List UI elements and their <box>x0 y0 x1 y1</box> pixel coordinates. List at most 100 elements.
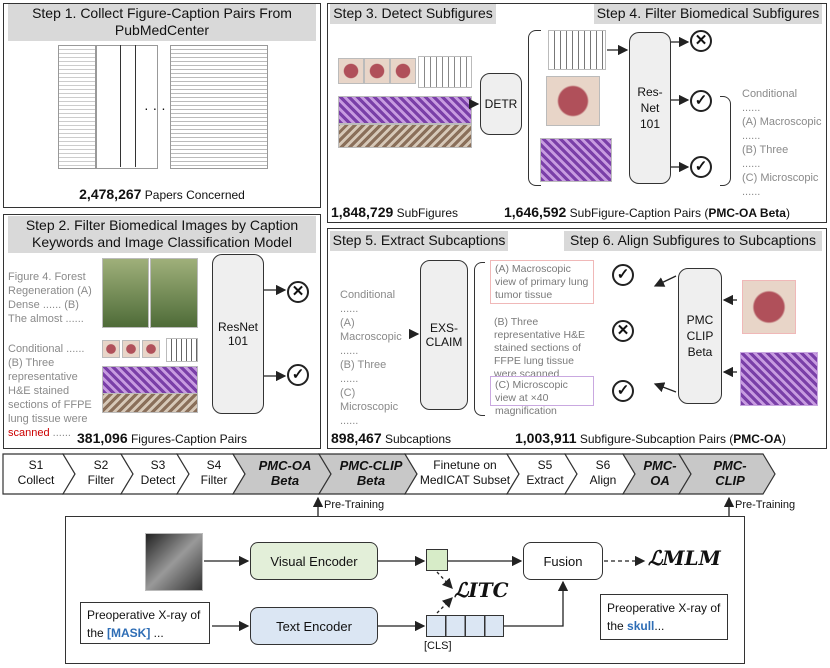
caption-line: (C) Microscopic <box>340 387 399 413</box>
step5-count: 898,467 <box>331 430 382 446</box>
predicted-word: skull <box>627 619 655 633</box>
model-arch-box <box>65 516 745 664</box>
subfig-chart <box>418 56 472 88</box>
subcaption-a: (A) Macroscopic view of primary lung tum… <box>490 260 594 304</box>
stage-line: Collect <box>17 473 55 487</box>
caption2-text: Conditional ...... (B) Three representat… <box>8 343 92 425</box>
arrow <box>653 382 677 393</box>
step4-title: Step 4. Filter Biomedical Subfigures <box>594 4 822 24</box>
xray-image <box>145 533 203 591</box>
step6-title: Step 6. Align Subfigures to Subcaptions <box>564 231 822 251</box>
stage-line: S5 <box>537 458 553 472</box>
paper-page <box>96 45 158 169</box>
input-text: Preoperative X-ray of the <box>87 608 201 640</box>
stage-line: PMC-OA <box>258 458 312 473</box>
forest-image-a <box>102 258 149 328</box>
stage-line: S1 <box>28 458 44 472</box>
step5-caption-list: Conditional ...... (A) Macroscopic .....… <box>340 288 414 428</box>
exsclaim-box: EXS-CLAIM <box>420 260 468 410</box>
visual-encoder: Visual Encoder <box>250 542 378 580</box>
pipeline-bar <box>2 453 776 495</box>
step4-stat: 1,646,592 SubFigure-Caption Pairs (PMC-O… <box>504 204 790 220</box>
detect-bracket <box>528 30 541 186</box>
forest-image-b <box>150 258 198 328</box>
step2-stat: 381,096 Figures-Caption Pairs <box>0 430 324 446</box>
caption-line: ...... <box>340 303 359 315</box>
step2-title: Step 2. Filter Biomedical Images by Capt… <box>8 216 316 253</box>
stage-line: Filter <box>200 473 228 487</box>
caption2-tail: ...... <box>49 427 71 439</box>
stage-line: S3 <box>150 458 166 472</box>
step6-count: 1,003,911 <box>515 430 577 446</box>
pmc-clip-beta-box: PMC CLIP Beta <box>678 268 722 404</box>
stage-line: OA <box>650 473 670 488</box>
caption-line: (B) Three <box>742 144 789 156</box>
accept-icon: ✓ <box>690 156 712 178</box>
pipeline-stage-label: PMC-OA <box>635 458 685 488</box>
step5-title: Step 5. Extract Subcaptions <box>330 231 508 251</box>
step6-close: ) <box>781 432 786 446</box>
text-encoder: Text Encoder <box>250 607 378 645</box>
step1-count: 2,478,267 <box>79 186 142 202</box>
step5-stat: 898,467 Subcaptions <box>331 430 451 446</box>
stage-line: S4 <box>206 458 222 472</box>
input-tail: ... <box>150 626 164 640</box>
stage-line: PMC-CLIP <box>339 458 403 473</box>
stage-line: Filter <box>87 473 115 487</box>
detected-chart <box>548 30 606 70</box>
stage-line: S2 <box>93 458 109 472</box>
subcaption-c: (C) Microscopic view at ×40 magnificatio… <box>490 376 594 417</box>
mlm-loss: ℒMLM <box>648 546 721 570</box>
reject-icon: ✕ <box>287 281 309 303</box>
stage-line: Detect <box>140 473 176 487</box>
subfig-ihc <box>338 124 472 148</box>
reject-icon: ✕ <box>612 320 634 342</box>
accept-icon: ✓ <box>612 380 634 402</box>
input-text-box: Preoperative X-ray of the [MASK] ... <box>80 602 210 644</box>
accept-icon: ✓ <box>612 264 634 286</box>
step1-count-label: Papers Concerned <box>144 188 245 202</box>
subfig-tissue <box>338 58 364 84</box>
step4-caption-list: Conditional ...... (A) Macroscopic .....… <box>742 87 826 199</box>
arrow <box>653 275 677 287</box>
stage-line: CLIP <box>715 473 745 488</box>
mask-token: [MASK] <box>107 626 151 640</box>
tissue-thumb <box>122 340 140 358</box>
pretrain-label-right: Pre-Training <box>735 499 796 511</box>
accept-icon: ✓ <box>690 90 712 112</box>
caption-line: Conditional <box>340 289 396 301</box>
subcaption-b: (B) Three representative H&E stained sec… <box>494 316 586 380</box>
step6-dataset-name: PMC-OA <box>733 432 782 446</box>
step4-resnet: Res-Net 101 <box>629 32 671 184</box>
align-histology <box>740 352 818 406</box>
caption-line: ...... <box>742 186 761 198</box>
paper-stack <box>120 45 136 167</box>
pretrain-label-left: Pre-Training <box>324 499 385 511</box>
step2-resnet: ResNet 101 <box>212 254 264 414</box>
stage-line: Beta <box>356 473 386 488</box>
stage-line: PMC- <box>643 458 677 473</box>
step6-count-label: Subfigure-Subcaption Pairs ( <box>579 432 734 446</box>
pipeline-stage <box>677 453 776 495</box>
step1-title: Step 1. Collect Figure-Caption Pairs Fro… <box>8 4 316 41</box>
cls-label: [CLS] <box>424 640 452 652</box>
step2-caption2: Conditional ...... (B) Three representat… <box>8 342 100 440</box>
step4-count-label: SubFigure-Caption Pairs ( <box>569 206 709 220</box>
arrow <box>436 597 453 614</box>
subfig-histology <box>338 96 472 124</box>
reject-icon: ✕ <box>690 30 712 52</box>
step3-count-label: SubFigures <box>396 206 459 220</box>
arrow <box>436 571 453 589</box>
caption-line: Conditional <box>742 88 798 100</box>
caption-line: ...... <box>742 158 761 170</box>
step4-dataset-name: PMC-OA Beta <box>708 206 786 220</box>
stage-line: MedICAT Subset <box>419 473 511 487</box>
